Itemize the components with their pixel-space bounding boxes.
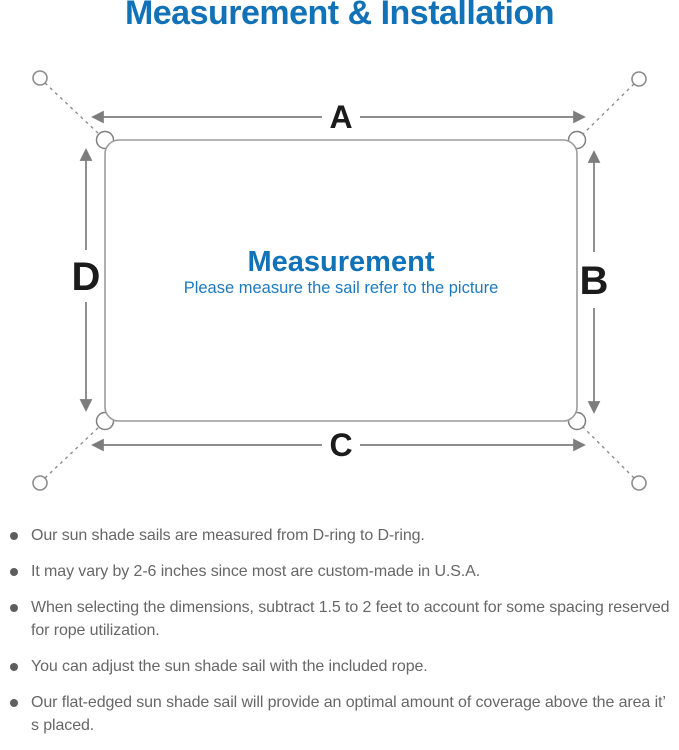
bullet-dot-icon (10, 604, 18, 612)
note-text: You can adjust the sun shade sail with t… (31, 658, 428, 675)
note-item: It may vary by 2-6 inches since most are… (10, 560, 675, 583)
dimension-label-a: A (329, 99, 352, 135)
sail-rectangle (104, 139, 578, 422)
anchor-ring-top-right (631, 71, 647, 87)
note-item: Our flat-edged sun shade sail will provi… (10, 691, 675, 737)
note-item: When selecting the dimensions, subtract … (10, 596, 675, 642)
note-item: You can adjust the sun shade sail with t… (10, 655, 675, 678)
diagram-center-title: Measurement (248, 246, 435, 278)
note-text: Our sun shade sails are measured from D-… (31, 527, 425, 544)
diagram-center-subtitle: Please measure the sail refer to the pic… (184, 279, 499, 297)
page-title: Measurement & Installation (124, 0, 555, 32)
dimension-label-c: C (329, 427, 352, 463)
anchor-ring-top-left (32, 70, 48, 86)
anchor-ring-bottom-left (32, 475, 48, 491)
note-text: It may vary by 2-6 inches since most are… (31, 563, 481, 580)
dimension-label-b: B (580, 259, 609, 303)
note-text: Our flat-edged sun shade sail will provi… (31, 694, 666, 734)
rope-dashed-line-top-left (44, 82, 101, 136)
bullet-dot-icon (10, 532, 18, 540)
bullet-dot-icon (10, 663, 18, 671)
dimension-label-d: D (72, 255, 101, 299)
measurement-diagram: A C D B Measurement Please measure the s… (32, 70, 647, 491)
bullet-dot-icon (10, 568, 18, 576)
bullet-dot-icon (10, 699, 18, 707)
rope-dashed-line-bottom-left (44, 425, 101, 479)
rope-dashed-line-bottom-right (581, 425, 635, 479)
note-text: When selecting the dimensions, subtract … (31, 599, 670, 639)
notes-list: Our sun shade sails are measured from D-… (10, 524, 675, 750)
rope-dashed-line-top-right (581, 83, 635, 136)
note-item: Our sun shade sails are measured from D-… (10, 524, 675, 547)
anchor-ring-bottom-right (631, 475, 647, 491)
